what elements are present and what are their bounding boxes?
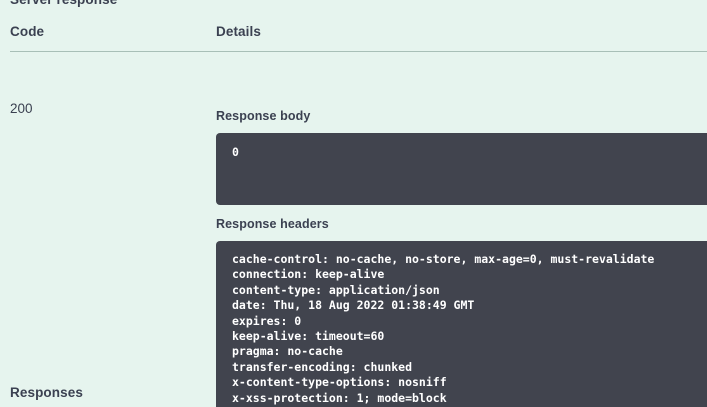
response-headers-block[interactable]: cache-control: no-cache, no-store, max-a… <box>216 241 707 407</box>
details-cell: Response body 0 Response headers cache-c… <box>216 51 707 407</box>
response-headers-content: cache-control: no-cache, no-store, max-a… <box>232 252 655 405</box>
status-code-value: 200 <box>10 101 33 116</box>
response-body-label: Response body <box>216 109 311 123</box>
response-body-block[interactable]: 0 <box>216 133 707 205</box>
column-header-details: Details <box>216 24 261 39</box>
table-header-divider <box>10 51 707 52</box>
table-header-row: Code Details <box>0 18 707 52</box>
response-body-content: 0 <box>232 145 239 159</box>
column-header-code: Code <box>10 24 45 39</box>
responses-heading: Responses <box>10 385 83 400</box>
server-response-heading: Server response <box>10 0 117 9</box>
response-headers-label: Response headers <box>216 217 329 231</box>
server-response-table: Code Details 200 Response body 0 Respons… <box>0 18 707 407</box>
